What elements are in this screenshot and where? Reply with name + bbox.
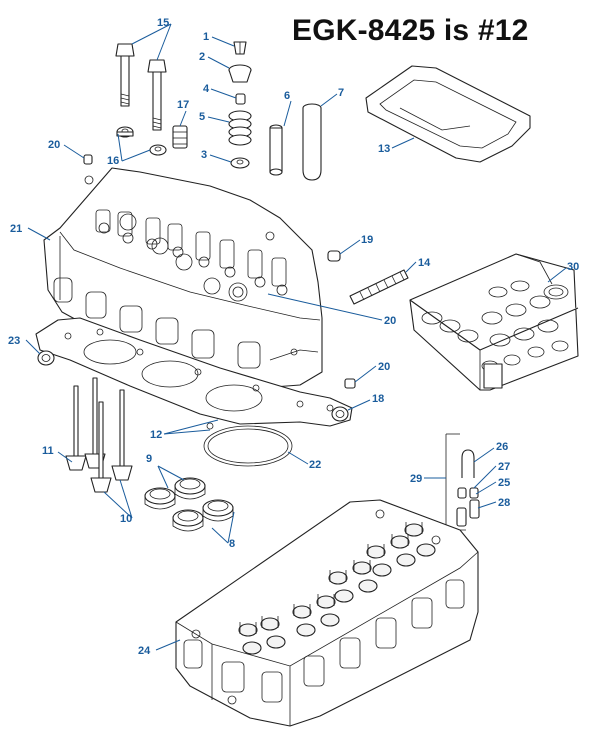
valve-spring-seat	[230, 157, 250, 169]
leader-line	[473, 465, 497, 489]
leader-line	[211, 527, 229, 544]
leader-line	[477, 501, 497, 509]
callout-9: 9	[146, 453, 152, 465]
fuel-return-hose-kit	[445, 433, 480, 531]
plug-20	[344, 378, 356, 389]
callout-20-lower: 20	[378, 361, 390, 373]
callout-7: 7	[338, 87, 344, 99]
leader-line	[227, 511, 235, 544]
valve-stem-seal	[235, 93, 246, 105]
callout-31: 30	[567, 261, 579, 273]
leader-line	[391, 137, 415, 149]
leader-line	[57, 451, 73, 463]
callout-25: 24	[138, 645, 151, 657]
injector-sleeve	[302, 103, 322, 181]
callout-24: 23	[8, 335, 20, 347]
leader-line	[283, 100, 292, 127]
callout-30: 29	[410, 473, 422, 485]
plug-upper	[83, 154, 93, 165]
exhaust-ring-gasket	[203, 425, 293, 467]
callout-1: 1	[203, 31, 209, 43]
callout-22: 21	[10, 223, 22, 235]
callout-13: 13	[378, 143, 390, 155]
callout-23: 22	[309, 459, 321, 471]
head-bolts	[115, 43, 167, 131]
valve-seat-rings	[144, 477, 234, 532]
leader-line	[163, 419, 219, 435]
leader-line	[211, 36, 235, 47]
callout-14: 14	[418, 257, 431, 269]
callout-26: 25	[498, 477, 510, 489]
gasket-kit-box	[409, 253, 579, 391]
plug-19	[327, 250, 341, 262]
leader-line	[287, 451, 309, 465]
callout-28: 27	[498, 461, 510, 473]
leader-line	[103, 491, 133, 519]
diagram-title: EGK-8425 is #12	[292, 14, 529, 47]
callout-6: 6	[284, 90, 290, 102]
callout-2: 2	[199, 51, 205, 63]
leader-line	[207, 56, 230, 69]
leader-line	[267, 293, 383, 321]
leader-line	[63, 144, 85, 159]
plug-24	[37, 350, 55, 366]
callout-labels: 15 1 2 4 5 3 6 7 17 20 16 13 21 19 14 30…	[8, 17, 579, 657]
callout-4: 4	[203, 83, 210, 95]
valve-spring	[228, 110, 252, 146]
callout-10: 10	[120, 513, 132, 525]
leader-line	[405, 261, 417, 273]
valve-collet	[233, 41, 247, 55]
callout-8: 8	[229, 538, 235, 550]
callout-3: 3	[201, 149, 207, 161]
leader-line	[163, 429, 211, 435]
valve-guide	[269, 124, 283, 176]
leader-line	[339, 239, 361, 255]
leader-line	[320, 93, 338, 107]
callout-20-upper: 20	[48, 139, 60, 151]
bolt-washers	[116, 126, 167, 156]
leader-line	[25, 339, 41, 355]
callout-11: 11	[42, 445, 54, 457]
callout-18: 18	[372, 393, 384, 405]
callout-19: 19	[361, 234, 373, 246]
leader-line	[157, 465, 169, 489]
head-gasket	[35, 317, 353, 430]
leader-line	[473, 447, 495, 463]
valves	[65, 377, 133, 493]
leader-line	[207, 116, 230, 123]
leader-line	[117, 133, 123, 162]
leader-line	[156, 23, 172, 61]
callout-12: 12	[150, 429, 162, 441]
plug-18	[331, 406, 349, 422]
leader-line	[475, 481, 497, 495]
callout-29: 28	[498, 497, 510, 509]
callout-16: 16	[107, 155, 119, 167]
leader-line	[547, 267, 567, 283]
leader-line	[354, 365, 377, 383]
leader-line	[121, 149, 151, 162]
leader-line	[179, 110, 187, 127]
leader-line	[209, 154, 232, 163]
leader-line	[347, 399, 371, 411]
callout-15: 15	[157, 17, 169, 29]
callout-17: 17	[177, 99, 189, 111]
leader-line	[157, 465, 185, 481]
cylinder-head-lower	[175, 499, 479, 727]
leader-line	[119, 479, 133, 519]
leader-line	[27, 227, 51, 241]
valve-cover-gasket	[365, 65, 531, 163]
leader-line	[210, 88, 237, 99]
leader-lines	[25, 23, 567, 651]
spring-seat	[172, 125, 188, 149]
callout-5: 5	[199, 111, 205, 123]
stud-bolt	[349, 269, 409, 305]
leader-line	[155, 639, 181, 651]
callout-27: 26	[496, 441, 508, 453]
leader-line	[131, 23, 172, 45]
callout-21: 20	[384, 315, 396, 327]
valve-spring-retainer	[228, 64, 252, 83]
